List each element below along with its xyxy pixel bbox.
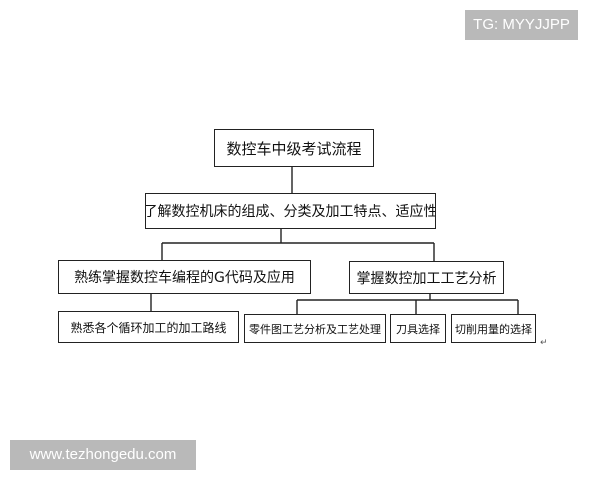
right-child-tool-label: 刀具选择 <box>396 322 440 336</box>
level2-label: 了解数控机床的组成、分类及加工特点、适应性 <box>145 204 436 220</box>
branch-right-label: 掌握数控加工工艺分析 <box>356 270 497 287</box>
flowchart-left-child-node: 熟悉各个循环加工的加工路线 <box>58 311 239 343</box>
root-label: 数控车中级考试流程 <box>226 139 362 158</box>
flowchart-level2-node: 了解数控机床的组成、分类及加工特点、适应性 <box>145 193 436 229</box>
paragraph-mark: ↵ <box>540 338 548 348</box>
flowchart-right-child-tool: 刀具选择 <box>390 314 446 343</box>
flowchart-root-node: 数控车中级考试流程 <box>214 129 374 167</box>
flowchart-branch-right-node: 掌握数控加工工艺分析 <box>349 261 504 294</box>
flowchart-right-child-process: 零件图工艺分析及工艺处理 <box>244 314 386 343</box>
left-child-label: 熟悉各个循环加工的加工路线 <box>70 320 227 335</box>
watermark-bottom: www.tezhongedu.com <box>10 440 196 470</box>
right-child-cutting-label: 切削用量的选择 <box>455 322 532 336</box>
right-child-process-label: 零件图工艺分析及工艺处理 <box>249 322 381 336</box>
branch-left-label: 熟练掌握数控车编程的G代码及应用 <box>74 270 295 286</box>
flowchart-right-child-cutting: 切削用量的选择 <box>451 314 536 343</box>
flowchart-branch-left-node: 熟练掌握数控车编程的G代码及应用 <box>58 260 311 294</box>
watermark-top: TG: MYYJJPP <box>465 10 578 40</box>
